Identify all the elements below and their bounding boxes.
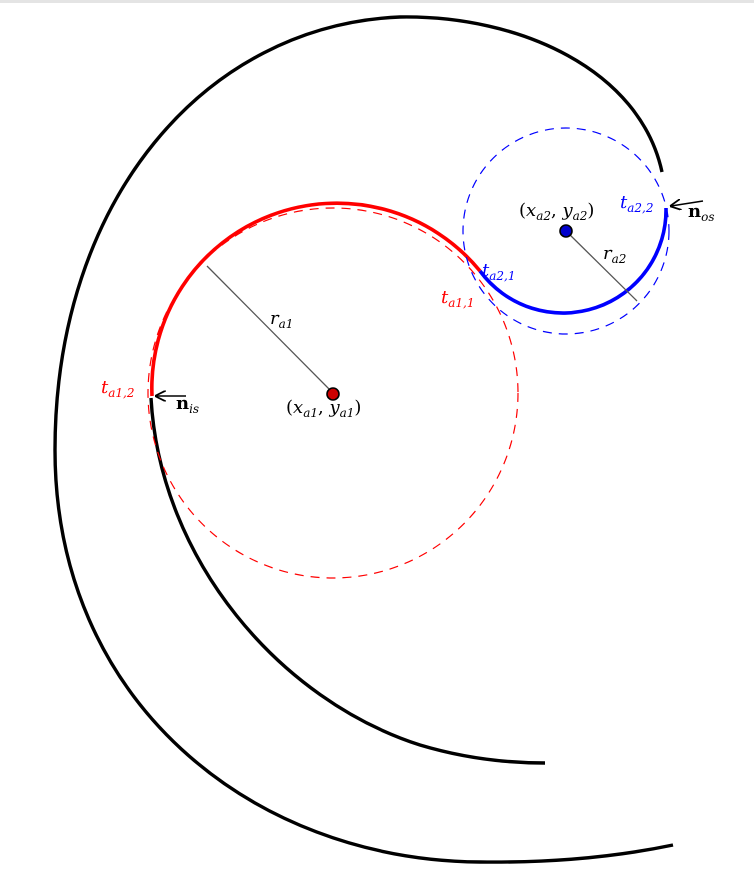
tangent-a11-label: ta1,1: [441, 287, 474, 310]
radius-a1-label: ra1: [270, 308, 293, 331]
top-border: [0, 0, 754, 3]
radius-line-a1: [206, 265, 334, 394]
center-a2-label: (xa2, ya2): [519, 200, 594, 223]
normal-is-label: nis: [176, 393, 199, 416]
center-point-a2: [559, 224, 573, 238]
radius-a2-label: ra2: [603, 243, 626, 266]
center-a1-label: (xa1, ya1): [286, 397, 361, 420]
center-point-a1: [326, 387, 340, 401]
normal-arrow-os: [671, 201, 704, 206]
normal-os-label: nos: [688, 201, 714, 224]
circle-a1-dashed: [147, 207, 519, 579]
circle-a2-dashed: [462, 127, 670, 335]
tangent-a22-label: ta2,2: [620, 192, 653, 215]
tangent-a12-label: ta1,2: [101, 377, 134, 400]
inner-boundary-curve: [149, 397, 546, 765]
radius-line-a2: [565, 230, 638, 302]
arc-a1-solid: [150, 201, 482, 397]
tangent-a21-label: ta2,1: [482, 260, 515, 283]
outer-boundary-curve: [53, 15, 674, 864]
arc-a2-solid: [478, 207, 668, 315]
